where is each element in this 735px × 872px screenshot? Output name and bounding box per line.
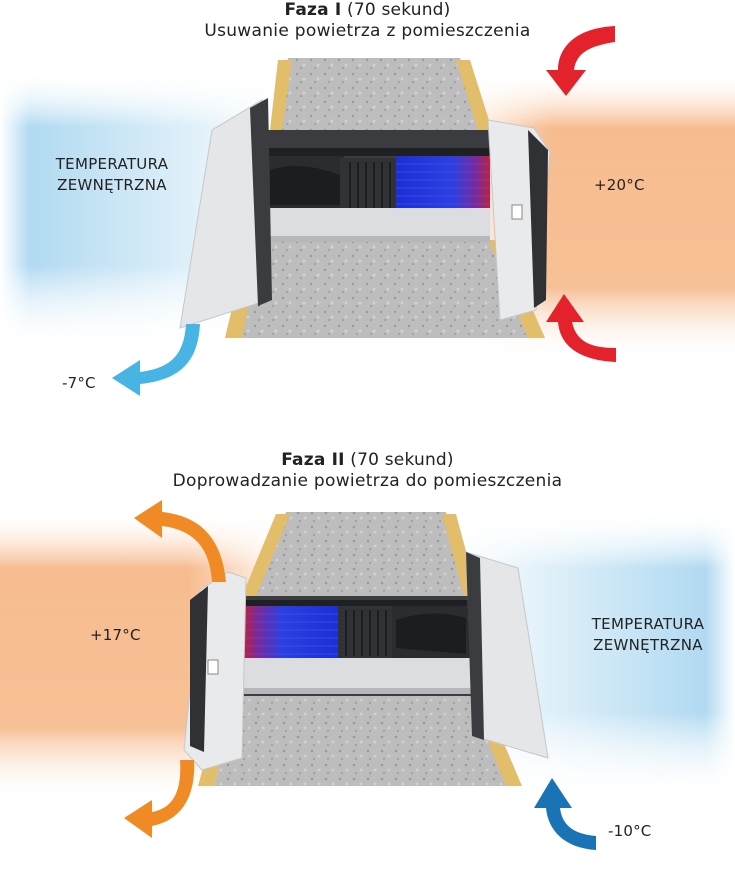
phase-2-title: Faza II (70 sekund) [0,450,735,470]
phase-2-panel: Faza II (70 sekund) Doprowadzanie powiet… [0,440,735,872]
phase-2-ventilator-illustration [183,512,549,786]
phase-1-outside-label: TEMPERATURA ZEWNĘTRZNA [42,154,182,196]
phase-1-title: Faza I (70 sekund) [0,0,735,20]
phase-2-inside-temperature: +17°C [90,626,141,644]
phase-1-subtitle: Usuwanie powietrza z pomieszczenia [204,21,531,41]
phase-1-ventilator-illustration [179,58,551,338]
phase-1-outside-label-line1: TEMPERATURA [55,155,169,173]
wall-bottom-slab [214,692,508,786]
phase-1-title-bold: Faza I [284,0,342,20]
phase-2-title-duration: (70 sekund) [344,450,454,470]
phase-2-subtitle: Doprowadzanie powietrza do pomieszczenia [172,471,563,491]
heat-exchanger [396,156,490,212]
phase-2-intake-temperature: -10°C [608,822,652,840]
phase-2-intake-arrow [534,778,596,850]
phase-1-inside-temperature: +20°C [594,176,645,194]
wall-top-slab [275,58,488,130]
phase-1-room-air-arrow-bottom [546,294,616,362]
phase-2-outside-label-line1: TEMPERATURA [591,615,705,633]
phase-1-panel: Faza I (70 sekund) Usuwanie powietrza z … [0,0,735,430]
phase-2-supply-arrow-top [134,500,226,582]
wall-top-slab [250,512,470,596]
phase-1-outside-label-line2: ZEWNĘTRZNA [57,176,167,194]
phase-2-outside-label: TEMPERATURA ZEWNĘTRZNA [578,614,718,656]
phase-2-title-bold: Faza II [281,450,345,470]
phase-1-exhaust-arrow [112,324,200,396]
phase-2-outside-label-line2: ZEWNĘTRZNA [593,636,703,654]
phase-2-supply-arrow-bottom [124,760,195,838]
wall-bottom-slab [230,240,530,338]
heat-exchanger [244,606,338,658]
phase-1-title-duration: (70 sekund) [341,0,451,20]
phase-1-exhaust-temperature: -7°C [62,374,96,392]
phase-1-room-air-arrow-top [546,26,615,96]
